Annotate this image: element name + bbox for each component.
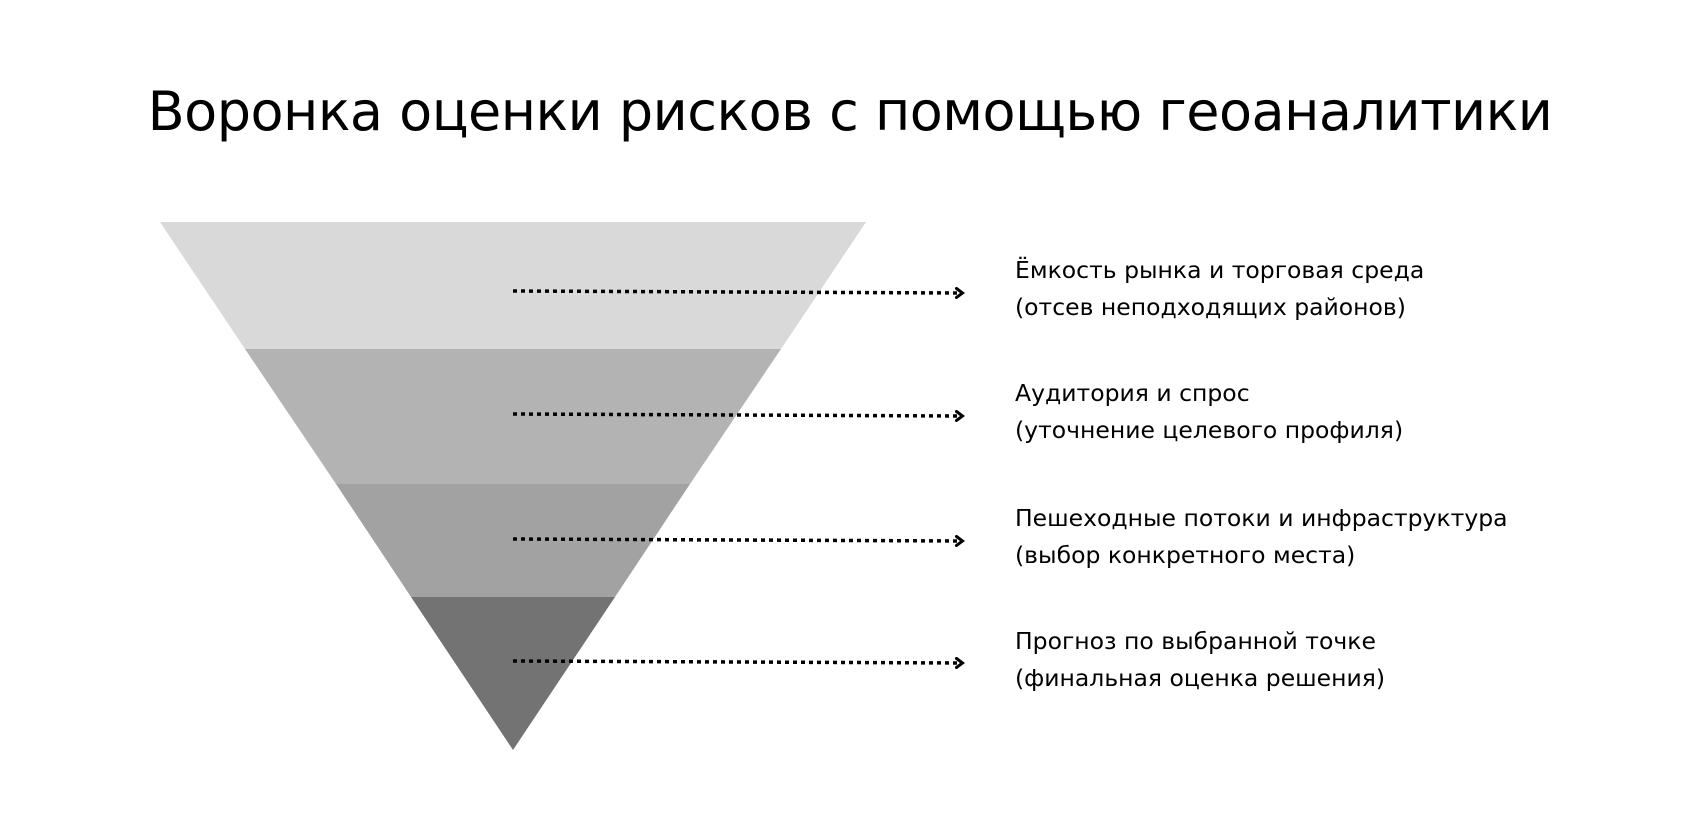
stage-note: (выбор конкретного места): [1015, 541, 1356, 569]
stage-heading: Пешеходные потоки и инфраструктура: [1015, 504, 1508, 532]
funnel-stage-4: [411, 597, 615, 750]
stage-label-1: Ёмкость рынка и торговая среда (отсев не…: [1015, 252, 1424, 326]
stage-note: (отсев неподходящих районов): [1015, 293, 1406, 321]
arrow-stage-3: [512, 539, 962, 541]
stage-heading: Аудитория и спрос: [1015, 379, 1250, 407]
funnel-stage-2: [245, 349, 781, 484]
page-title: Воронка оценки рисков с помощью геоанали…: [147, 80, 1553, 143]
stage-label-4: Прогноз по выбранной точке (финальная оц…: [1015, 623, 1385, 697]
arrow-stage-4: [512, 661, 962, 663]
stage-note: (финальная оценка решения): [1015, 664, 1386, 692]
stage-heading: Ёмкость рынка и торговая среда: [1015, 256, 1425, 284]
arrow-stage-2: [512, 414, 962, 416]
stage-note: (уточнение целевого профиля): [1015, 416, 1404, 444]
funnel-stage-1: [160, 222, 866, 349]
stage-label-2: Аудитория и спрос (уточнение целевого пр…: [1015, 375, 1403, 449]
stage-heading: Прогноз по выбранной точке: [1015, 627, 1376, 655]
arrow-stage-1: [512, 291, 962, 293]
stage-label-3: Пешеходные потоки и инфраструктура (выбо…: [1015, 500, 1508, 574]
